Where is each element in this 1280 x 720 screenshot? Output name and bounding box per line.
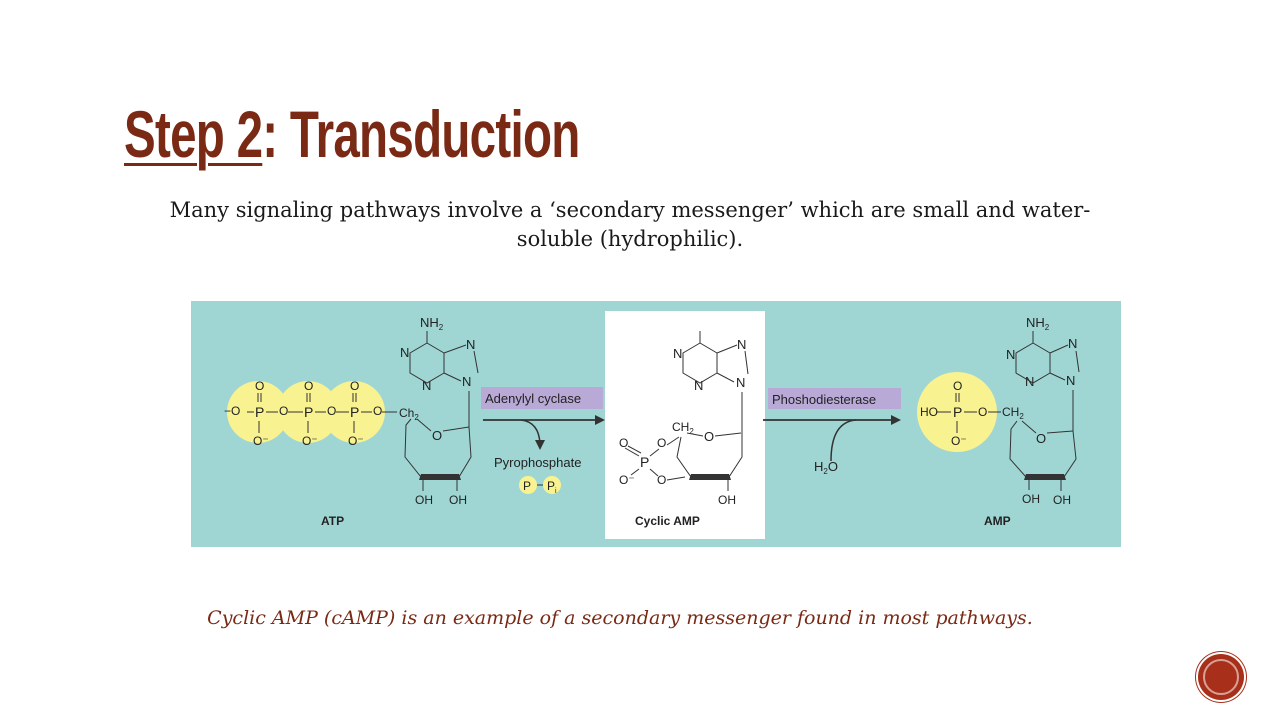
amp-ho: HO xyxy=(920,405,938,419)
atp-n1: N xyxy=(400,345,409,360)
arrow-phosphodiesterase-head xyxy=(891,415,901,425)
camp-ring-o: O xyxy=(704,429,714,444)
atp-o-top-1: O xyxy=(255,379,264,393)
atp-ring-o: O xyxy=(432,428,442,443)
atp-o-bottom-3: O⁻ xyxy=(348,434,364,448)
camp-reaction-diagram: −O P O P O P O O O O O⁻ O⁻ O⁻ Ch2 NH2 N … xyxy=(191,301,1121,547)
atp-bonds xyxy=(247,393,397,433)
atp-oh-2: OH xyxy=(449,493,467,507)
water-curve xyxy=(830,419,857,462)
amp-nh2: NH2 xyxy=(1026,315,1050,332)
camp-o-bottom-right: O xyxy=(657,473,666,487)
amp-n1: N xyxy=(1006,347,1015,362)
camp-label: Cyclic AMP xyxy=(635,514,700,528)
title-rest: : Transduction xyxy=(262,97,580,171)
enzyme-phosphodiesterase-box xyxy=(768,388,901,409)
amp-n7: N xyxy=(1068,336,1077,351)
camp-n9: N xyxy=(736,375,745,390)
atp-o-bridge-3: O xyxy=(373,404,382,418)
atp-o-bottom-2: O⁻ xyxy=(302,434,318,448)
amp-ch2: CH2 xyxy=(1002,405,1024,421)
slide-title: Step 2: Transduction xyxy=(124,96,580,172)
amp-o-top: O xyxy=(953,379,962,393)
atp-adenine: NH2 N N N N O OH OH ATP xyxy=(321,315,475,528)
title-step: Step 2 xyxy=(124,97,263,171)
atp-n3: N xyxy=(422,378,431,393)
atp-p2: P xyxy=(304,404,313,420)
amp-oh-1: OH xyxy=(1022,492,1040,506)
amp-phosphate-circle xyxy=(917,372,997,452)
atp-o-bottom-1: O⁻ xyxy=(253,434,269,448)
pyrophosphate-curve-head xyxy=(535,440,545,450)
amp-ribose-wedge xyxy=(1024,474,1066,480)
amp-label: AMP xyxy=(984,514,1011,528)
atp-phosphate-circle-1 xyxy=(227,381,289,443)
camp-n1: N xyxy=(673,346,682,361)
atp-phosphate-circle-2 xyxy=(277,381,339,443)
amp-p: P xyxy=(953,404,962,420)
arrow-adenylyl-head xyxy=(595,415,605,425)
enzyme-phosphodiesterase: Phoshodiesterase xyxy=(772,392,876,407)
atp-o-bridge-1: O xyxy=(279,404,288,418)
camp-bonds xyxy=(624,331,749,491)
atp-o-top-3: O xyxy=(350,379,359,393)
atp-n9: N xyxy=(462,374,471,389)
slide-subtitle: Many signaling pathways involve a ‘secon… xyxy=(169,198,1091,251)
atp-o-bridge-2: O xyxy=(327,404,336,418)
camp-o-minus: O⁻ xyxy=(619,473,635,487)
amp-o-bridge: O xyxy=(978,405,987,419)
atp-p3: P xyxy=(350,404,359,420)
camp-p: P xyxy=(640,454,649,470)
pyrophosphate-circle-1 xyxy=(519,476,537,494)
amp-n9: N xyxy=(1066,373,1075,388)
atp-o-minus: −O xyxy=(224,404,240,418)
camp-oh: OH xyxy=(718,493,736,507)
amp-o-bottom: O⁻ xyxy=(951,434,967,448)
atp-label: ATP xyxy=(321,514,344,528)
atp-phosphate-circle-3 xyxy=(323,381,385,443)
pyrophosphate-p: P xyxy=(523,479,531,493)
atp-p1: P xyxy=(255,404,264,420)
pyrophosphate-pi: Pi xyxy=(547,479,557,495)
atp-ribose-wedge xyxy=(419,474,461,480)
atp-o-top-2: O xyxy=(304,379,313,393)
water-label: H2O xyxy=(814,459,838,476)
camp-ribose-wedge xyxy=(689,474,731,480)
camp-molecule: N N N N CH2 O P O O O⁻ O OH Cyclic AMP xyxy=(619,337,746,528)
slide-nav-button[interactable] xyxy=(1198,654,1244,700)
atp-oh-1: OH xyxy=(415,493,433,507)
enzyme-adenylyl-cyclase: Adenylyl cyclase xyxy=(485,391,581,406)
pyrophosphate-label: Pyrophosphate xyxy=(494,455,581,470)
nav-ring-icon xyxy=(1203,659,1239,695)
amp-ring-o: O xyxy=(1036,431,1046,446)
camp-panel xyxy=(605,311,765,539)
camp-n3: N xyxy=(694,378,703,393)
slide-caption: Cyclic AMP (cAMP) is an example of a sec… xyxy=(207,607,1033,629)
camp-o-top-right: O xyxy=(657,436,666,450)
camp-n7: N xyxy=(737,337,746,352)
atp-n7: N xyxy=(466,337,475,352)
enzyme-adenylyl-box xyxy=(481,387,603,409)
camp-ch2: CH2 xyxy=(672,420,694,436)
atp-phosphate-chain: −O P O P O P O O O O O⁻ O⁻ O⁻ Ch2 xyxy=(224,379,419,448)
camp-o-top-left: O xyxy=(619,436,628,450)
pyrophosphate-circle-2 xyxy=(543,476,561,494)
atp-nh2: NH2 xyxy=(420,315,444,332)
amp-oh-2: OH xyxy=(1053,493,1071,507)
atp-ch2: Ch2 xyxy=(399,406,419,422)
